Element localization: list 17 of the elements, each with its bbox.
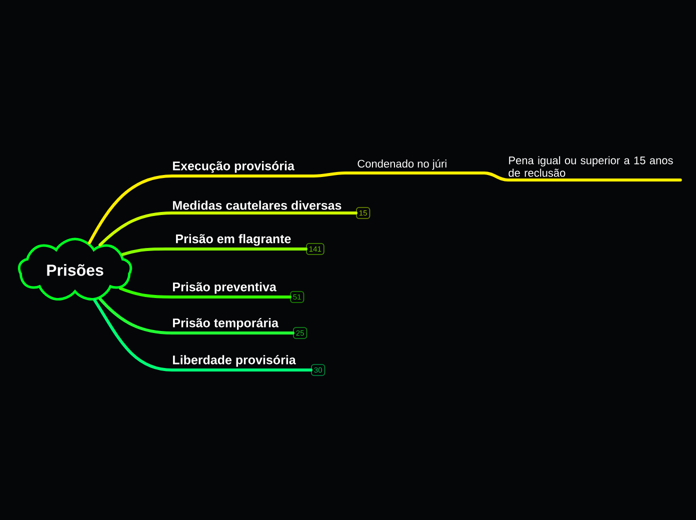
branch-line (120, 247, 308, 256)
branch-line (293, 172, 449, 178)
sub-branch-label: Condenado no júri (358, 159, 446, 170)
cloud-node: Prisões (18, 238, 132, 301)
branch-line (93, 298, 312, 372)
branch-line (98, 297, 294, 334)
branch-label: Medidas cautelares diversas (173, 200, 342, 210)
branch-label: Prisão temporária (173, 318, 279, 330)
branch-label: Prisão preventiva (173, 282, 276, 294)
branch-label: Execução provisória (173, 161, 295, 173)
branch-line (88, 174, 296, 244)
branch-line (446, 172, 682, 182)
sub-branch-label: Pena igual ou superior a 15 anos de reclusão (508, 156, 673, 177)
branch-line (98, 212, 358, 246)
branch-label: Prisão em flagrante (176, 234, 291, 246)
branch-line (118, 286, 292, 298)
branch-label: Liberdade provisória (173, 355, 296, 367)
